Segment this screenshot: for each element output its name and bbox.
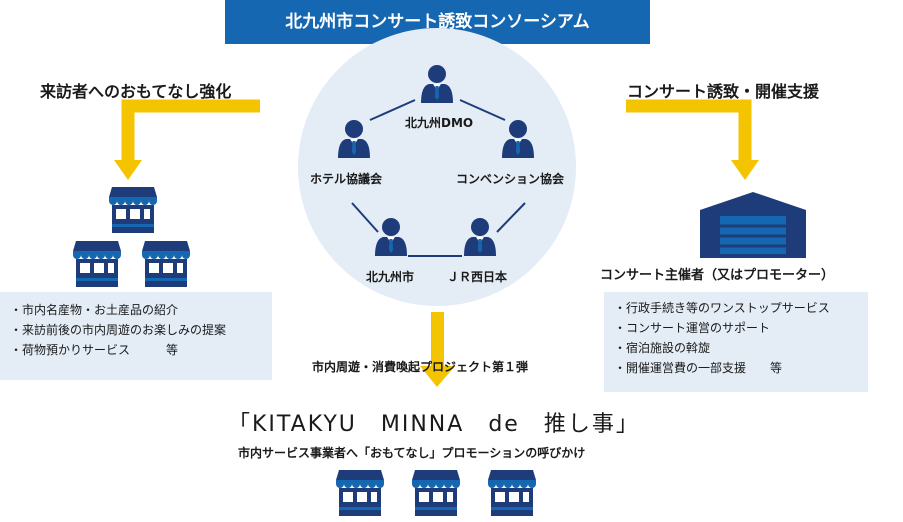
node-label-jr: ＪＲ西日本 <box>447 270 508 284</box>
node-label-hotel: ホテル協議会 <box>310 172 383 186</box>
project-title: 「KITAKYU MINNA de 推し事」 <box>228 412 640 437</box>
right-heading: コンサート誘致・開催支援 <box>627 82 820 101</box>
shop-icon <box>412 470 460 516</box>
arrow-left <box>114 99 260 180</box>
list-item: コンサート運営のサポート <box>614 318 868 338</box>
list-item: 宿泊施設の斡旋 <box>614 338 868 358</box>
person-icon-convention <box>502 120 534 158</box>
node-label-city: 北九州市 <box>366 270 415 284</box>
concert-support-box: 行政手続き等のワンストップサービス コンサート運営のサポート 宿泊施設の斡旋 開… <box>604 292 868 392</box>
node-label-dmo: 北九州DMO <box>405 116 474 130</box>
list-item: 荷物預かりサービス 等 <box>10 340 272 360</box>
list-item: 市内名産物・お土産品の紹介 <box>10 300 272 320</box>
person-icon-city <box>375 218 407 256</box>
project-caption: 市内周遊・消費喚起プロジェクト第１弾 <box>312 360 529 374</box>
list-item: 来訪前後の市内周遊のお楽しみの提案 <box>10 320 272 340</box>
shop-icon <box>73 241 121 287</box>
shop-icon <box>488 470 536 516</box>
shop-icon <box>336 470 384 516</box>
list-item: 開催運営費の一部支援 等 <box>614 358 868 378</box>
list-item: 行政手続き等のワンストップサービス <box>614 298 868 318</box>
project-subtitle: 市内サービス事業者へ「おもてなし」プロモーションの呼びかけ <box>238 446 586 460</box>
person-icon-hotel <box>338 120 370 158</box>
network-lines <box>351 99 526 257</box>
warehouse-icon <box>700 192 806 258</box>
arrow-down <box>420 312 455 387</box>
organizer-label: コンサート主催者（又はプロモーター） <box>600 268 835 283</box>
person-icon-jr <box>464 218 496 256</box>
visitor-services-box: 市内名産物・お土産品の紹介 来訪前後の市内周遊のお楽しみの提案 荷物預かりサービ… <box>0 292 272 380</box>
left-heading: 来訪者へのおもてなし強化 <box>40 82 232 101</box>
node-label-convention: コンベンション協会 <box>456 172 565 186</box>
arrow-right <box>626 99 759 180</box>
shop-icon <box>109 187 157 233</box>
person-icon-dmo <box>421 65 453 103</box>
shop-icon <box>142 241 190 287</box>
